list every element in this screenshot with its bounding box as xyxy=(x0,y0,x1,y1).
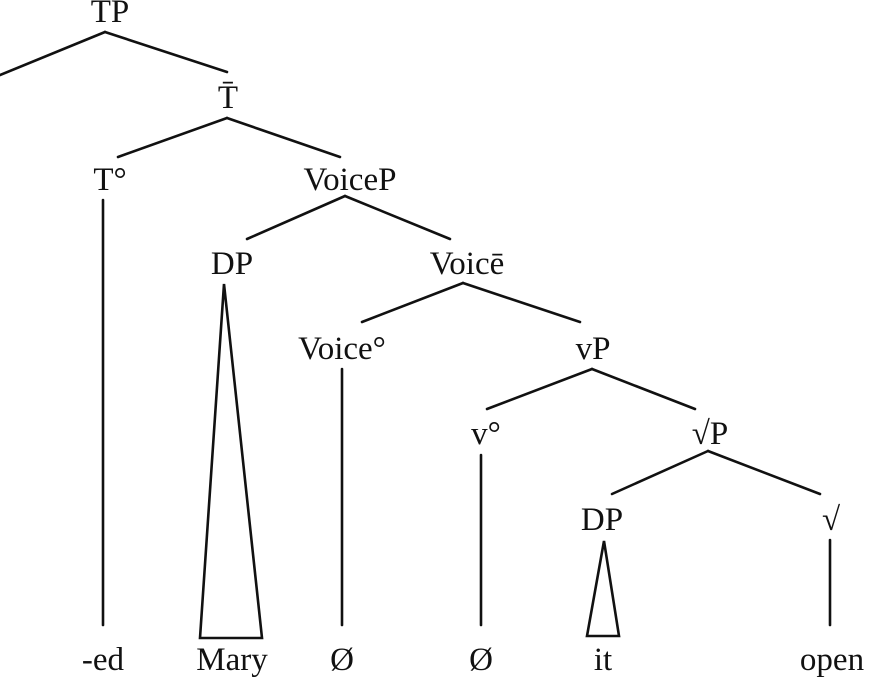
dp-subject-triangle xyxy=(198,283,264,640)
node-voice-head: Voice° xyxy=(298,331,386,367)
terminal-root: open xyxy=(800,642,864,678)
node-tp: TP xyxy=(91,0,130,30)
node-t-head: T° xyxy=(93,162,126,198)
edge-rootp-root xyxy=(706,449,822,496)
node-voice-bar: Voicē xyxy=(430,246,505,282)
dp-object-triangle xyxy=(585,540,621,638)
edge-tbar-voicep xyxy=(225,116,342,159)
edge-rootp-dp xyxy=(610,449,710,496)
node-labels: TP T̄ T° VoiceP DP Voicē Voice° vP v° √P… xyxy=(91,0,841,538)
edge-tbar-thead xyxy=(116,116,229,159)
node-rootp: √P xyxy=(692,416,728,452)
tree-edges xyxy=(0,30,832,627)
terminal-subject: Mary xyxy=(196,642,268,678)
edge-vp-rootp xyxy=(590,367,697,411)
node-v-head: v° xyxy=(471,416,501,452)
terminal-voice: Ø xyxy=(330,642,354,678)
node-vp: vP xyxy=(576,331,611,367)
edge-tp-tbar xyxy=(103,30,229,74)
edge-voicebar-vp xyxy=(461,281,582,324)
node-dp-object: DP xyxy=(581,502,623,538)
node-root: √ xyxy=(822,502,841,538)
terminal-tense: -ed xyxy=(82,642,125,678)
edge-voicep-voicebar xyxy=(343,194,452,241)
node-voicep: VoiceP xyxy=(304,162,397,198)
node-dp-subject: DP xyxy=(211,246,253,282)
terminal-labels: -ed Mary Ø Ø it open xyxy=(82,642,864,678)
edge-tp-left xyxy=(0,30,107,77)
node-t-bar: T̄ xyxy=(218,80,238,116)
edge-voicebar-voicehead xyxy=(360,281,465,324)
edge-voicep-dp xyxy=(245,194,347,241)
terminal-object: it xyxy=(594,642,612,678)
terminal-little-v: Ø xyxy=(469,642,493,678)
edge-vp-vhead xyxy=(485,367,594,411)
